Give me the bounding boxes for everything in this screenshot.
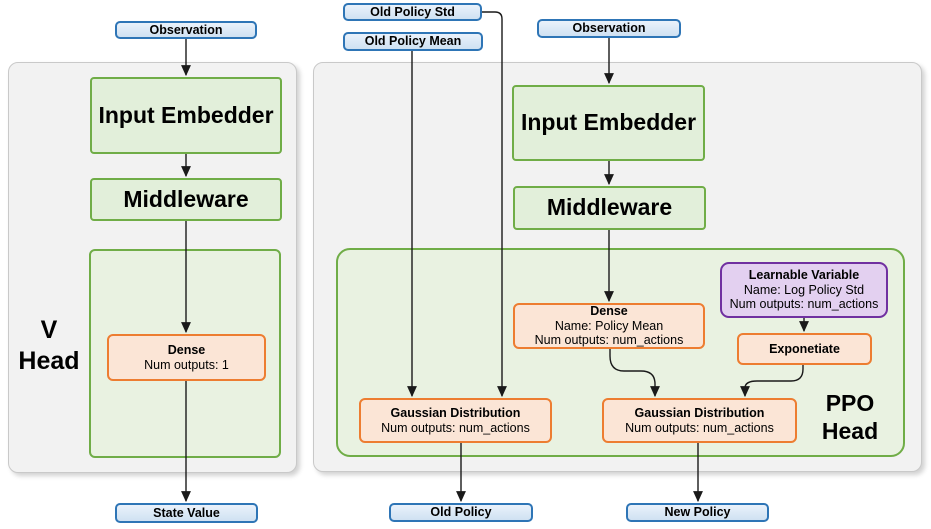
observation-input-ppo: Observation bbox=[537, 19, 681, 38]
dense-node-ppo: Dense Name: Policy Mean Num outputs: num… bbox=[513, 303, 705, 349]
dense-num-outputs: Num outputs: num_actions bbox=[534, 333, 684, 348]
gaussian-title: Gaussian Distribution bbox=[634, 405, 765, 420]
exponetiate-node: Exponetiate bbox=[737, 333, 872, 365]
gaussian-distribution-new-node: Gaussian Distribution Num outputs: num_a… bbox=[602, 398, 797, 443]
observation-label: Observation bbox=[149, 22, 223, 37]
old-policy-mean-label: Old Policy Mean bbox=[364, 34, 462, 49]
learnable-variable-title: Learnable Variable bbox=[748, 267, 860, 282]
observation-label: Observation bbox=[572, 21, 646, 36]
new-policy-output: New Policy bbox=[626, 503, 769, 522]
gaussian-title: Gaussian Distribution bbox=[390, 405, 521, 420]
v-head-label: V Head bbox=[18, 316, 80, 375]
old-policy-mean-input: Old Policy Mean bbox=[343, 32, 483, 51]
gaussian-distribution-old-node: Gaussian Distribution Num outputs: num_a… bbox=[359, 398, 552, 443]
middleware-node-ppo: Middleware bbox=[513, 186, 706, 230]
state-value-output: State Value bbox=[115, 503, 258, 523]
middleware-node-v: Middleware bbox=[90, 178, 282, 221]
observation-input-v: Observation bbox=[115, 21, 257, 39]
old-policy-label: Old Policy bbox=[430, 505, 492, 520]
middleware-label: Middleware bbox=[546, 194, 673, 221]
learnable-variable-node: Learnable Variable Name: Log Policy Std … bbox=[720, 262, 888, 318]
input-embedder-node-ppo: Input Embedder bbox=[512, 85, 705, 161]
input-embedder-label: Input Embedder bbox=[520, 109, 697, 136]
old-policy-std-input: Old Policy Std bbox=[343, 3, 482, 21]
input-embedder-node-v: Input Embedder bbox=[90, 77, 282, 154]
dense-num-outputs: Num outputs: 1 bbox=[144, 357, 229, 372]
old-policy-output: Old Policy bbox=[389, 503, 533, 522]
gaussian-num-outputs: Num outputs: num_actions bbox=[381, 420, 530, 435]
learnable-variable-num-outputs: Num outputs: num_actions bbox=[729, 297, 879, 312]
old-policy-std-label: Old Policy Std bbox=[370, 4, 455, 19]
middleware-label: Middleware bbox=[123, 185, 249, 212]
dense-node-v: Dense Num outputs: 1 bbox=[107, 334, 266, 381]
learnable-variable-name: Name: Log Policy Std bbox=[743, 282, 865, 297]
ppo-head-label: PPO Head bbox=[821, 390, 879, 445]
dense-title: Dense bbox=[590, 303, 628, 318]
dense-name: Name: Policy Mean bbox=[554, 318, 664, 333]
exponetiate-label: Exponetiate bbox=[769, 341, 840, 356]
input-embedder-label: Input Embedder bbox=[98, 101, 274, 128]
state-value-label: State Value bbox=[153, 505, 220, 520]
gaussian-num-outputs: Num outputs: num_actions bbox=[625, 420, 774, 435]
dense-title: Dense bbox=[167, 342, 206, 357]
new-policy-label: New Policy bbox=[664, 505, 731, 520]
